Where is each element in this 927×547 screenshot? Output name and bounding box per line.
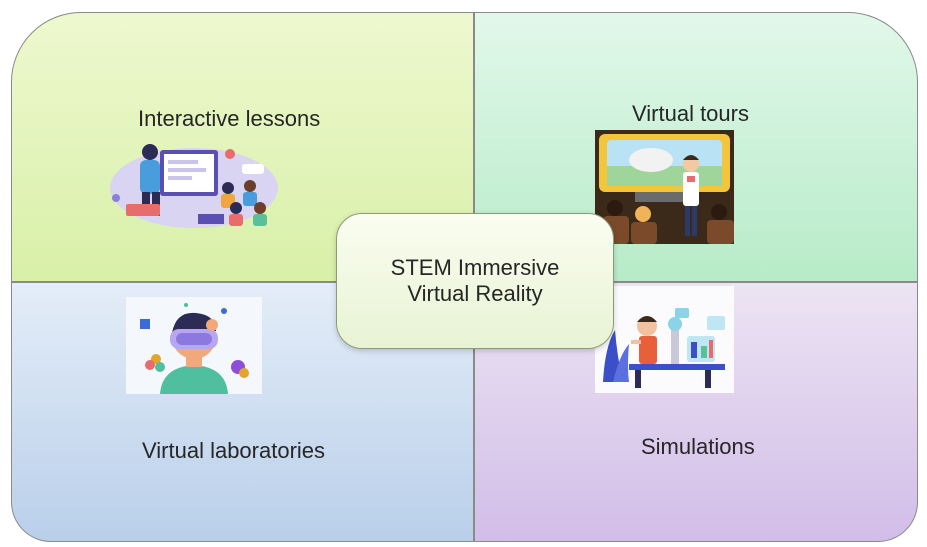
vr-headset-user-illustration [126, 297, 262, 394]
teacher-presenting-illustration [108, 138, 280, 230]
label-simulations: Simulations [641, 434, 755, 459]
center-title-line2: Virtual Reality [407, 281, 543, 306]
label-virtual-laboratories: Virtual laboratories [142, 438, 326, 463]
label-virtual-tours: Virtual tours [632, 101, 749, 126]
scientist-lab-illustration [595, 286, 734, 393]
bus-tour-illustration [595, 130, 734, 244]
label-interactive-lessons: Interactive lessons [138, 106, 321, 131]
center-title-line1: STEM Immersive [390, 255, 560, 280]
center-topic-box: STEM Immersive Virtual Reality [336, 213, 614, 349]
